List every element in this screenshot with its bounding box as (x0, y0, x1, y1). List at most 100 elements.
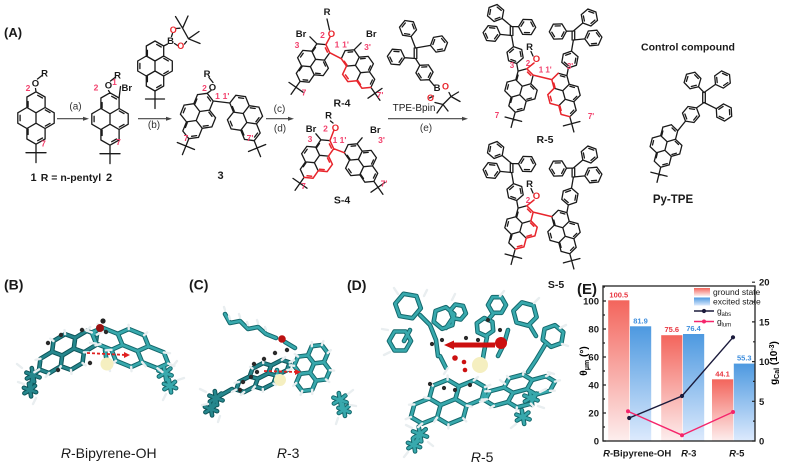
svg-text:R: R (324, 7, 331, 18)
svg-text:1': 1' (340, 135, 347, 145)
svg-text:3: 3 (308, 134, 313, 144)
svg-text:R: R (526, 42, 533, 53)
svg-text:60: 60 (588, 353, 599, 364)
svg-text:B: B (167, 36, 174, 47)
svg-text:Py-TPE: Py-TPE (653, 194, 694, 206)
svg-text:2: 2 (94, 83, 99, 93)
svg-text:7: 7 (41, 139, 46, 149)
svg-text:100.5: 100.5 (609, 290, 628, 299)
svg-text:lum: lum (722, 323, 732, 329)
svg-text:Br: Br (296, 29, 307, 40)
svg-text:1: 1 (30, 172, 36, 184)
svg-text:55.3: 55.3 (737, 354, 752, 363)
svg-text:O: O (177, 41, 184, 51)
svg-text:R: R (41, 69, 48, 80)
svg-text:0: 0 (594, 437, 599, 448)
svg-text:-Bipyrene-OH: -Bipyrene-OH (71, 445, 157, 461)
svg-text:Br: Br (366, 29, 377, 40)
svg-text:3: 3 (217, 170, 223, 182)
svg-text:O: O (332, 123, 339, 134)
svg-text:R-4: R-4 (334, 98, 351, 110)
svg-text:R: R (61, 445, 71, 461)
svg-text:(A): (A) (4, 25, 22, 40)
svg-text:7': 7' (588, 112, 594, 121)
svg-text:TPE-Bpin: TPE-Bpin (393, 103, 436, 114)
svg-text:3': 3' (567, 62, 573, 71)
svg-text:1: 1 (333, 135, 338, 145)
svg-text:excited state: excited state (713, 297, 761, 307)
svg-text:Br: Br (122, 83, 133, 94)
svg-text:O: O (427, 93, 434, 103)
svg-text:-3: -3 (688, 449, 696, 460)
svg-text:2: 2 (526, 59, 531, 68)
svg-text:S-4: S-4 (334, 195, 351, 207)
svg-text:B: B (434, 83, 441, 94)
svg-text:S-5: S-5 (548, 279, 565, 291)
svg-text:3': 3' (364, 42, 371, 52)
svg-text:(E): (E) (577, 281, 597, 298)
svg-text:-5: -5 (481, 449, 494, 465)
svg-text:O: O (328, 29, 335, 40)
svg-text:100: 100 (583, 297, 599, 308)
svg-text:R: R (114, 71, 121, 82)
svg-text:Br: Br (370, 125, 381, 136)
svg-text:O: O (32, 79, 39, 90)
svg-text:Br: Br (306, 124, 317, 135)
svg-text:7: 7 (116, 137, 121, 147)
svg-text:3: 3 (295, 40, 300, 50)
svg-text:1': 1' (223, 91, 230, 101)
svg-text:15: 15 (759, 317, 770, 328)
svg-text:-3: -3 (287, 445, 300, 461)
svg-text:ground state: ground state (713, 287, 761, 297)
svg-text:abs: abs (722, 312, 732, 318)
svg-text:(d): (d) (274, 124, 286, 135)
svg-text:R: R (277, 445, 287, 461)
svg-text:1': 1' (342, 40, 349, 50)
svg-text:7: 7 (184, 133, 189, 143)
svg-text:-5: -5 (736, 449, 745, 460)
svg-text:g: g (717, 306, 722, 316)
svg-text:5: 5 (759, 397, 765, 408)
svg-text:R: R (603, 449, 610, 460)
svg-text:-Bipyrene-OH: -Bipyrene-OH (610, 449, 671, 460)
svg-text:R = n-pentyl: R = n-pentyl (41, 172, 101, 184)
svg-text:R-5: R-5 (537, 134, 554, 146)
svg-text:0: 0 (759, 437, 764, 448)
svg-text:44.1: 44.1 (715, 369, 730, 378)
svg-text:(D): (D) (347, 277, 366, 293)
svg-text:g: g (717, 317, 722, 327)
svg-text:1: 1 (112, 77, 117, 87)
svg-text:Control compound: Control compound (641, 42, 735, 54)
svg-text:2: 2 (526, 196, 531, 205)
svg-text:7: 7 (302, 88, 307, 98)
svg-text:76.4: 76.4 (686, 324, 701, 333)
svg-text:7: 7 (301, 181, 306, 191)
svg-text:R: R (204, 69, 211, 80)
svg-text:2: 2 (26, 83, 31, 93)
svg-text:R: R (729, 449, 736, 460)
svg-text:(c): (c) (274, 104, 286, 115)
svg-text:81.9: 81.9 (633, 316, 648, 325)
svg-text:7': 7' (247, 133, 254, 143)
svg-text:O: O (533, 54, 540, 65)
svg-text:2: 2 (106, 172, 112, 184)
svg-text:80: 80 (588, 325, 599, 336)
svg-text:R: R (471, 449, 481, 465)
svg-text:(a): (a) (69, 102, 81, 113)
svg-text:1: 1 (335, 40, 340, 50)
svg-text:7': 7' (377, 90, 384, 100)
svg-text:40: 40 (588, 381, 599, 392)
svg-text:7': 7' (381, 179, 388, 189)
svg-text:20: 20 (759, 278, 770, 289)
svg-text:O: O (209, 83, 216, 94)
svg-text:20: 20 (588, 409, 599, 420)
svg-text:(B): (B) (4, 277, 23, 293)
svg-text:O: O (170, 25, 177, 35)
svg-text:1: 1 (215, 91, 220, 101)
svg-text:(e): (e) (420, 123, 432, 134)
svg-text:10: 10 (759, 357, 770, 368)
svg-text:1': 1' (545, 66, 551, 75)
svg-text:2: 2 (320, 30, 325, 40)
svg-text:75.6: 75.6 (664, 325, 679, 334)
svg-text:2: 2 (323, 124, 328, 134)
